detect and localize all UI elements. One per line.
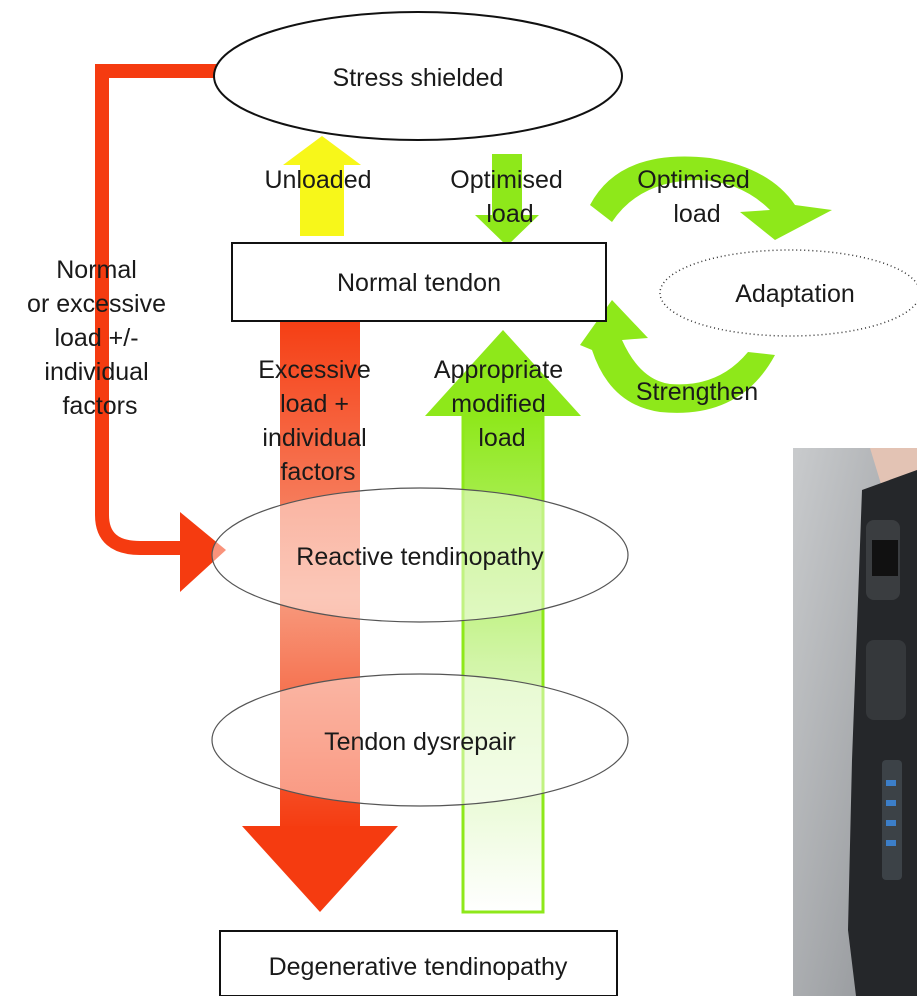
noe-line-3: load +/- xyxy=(54,324,138,352)
noe-line-5: factors xyxy=(62,392,137,420)
red-excessive-load-arrow xyxy=(242,310,398,912)
ap-line-1: Appropriate xyxy=(434,356,563,384)
degenerative-tendinopathy-label: Degenerative tendinopathy xyxy=(269,953,568,981)
optimised-load-label-2: Optimised load xyxy=(637,166,757,228)
ex-line-2: load + xyxy=(280,390,349,418)
green-curve-to-adaptation xyxy=(590,156,832,240)
ap-line-2: modified xyxy=(451,390,546,418)
stress-shielded-label: Stress shielded xyxy=(333,64,504,92)
green-optimised-down-arrow xyxy=(475,154,539,246)
optimised-load-1-line-2: load xyxy=(486,200,533,228)
normal-or-excessive-label: Normal or excessive load +/- individual … xyxy=(27,256,173,420)
walking-boot-photo xyxy=(793,448,917,996)
stress-shielded-node xyxy=(213,11,623,141)
noe-line-4: individual xyxy=(44,358,148,386)
normal-tendon-label: Normal tendon xyxy=(337,269,501,297)
degenerative-tendinopathy-node xyxy=(219,930,618,996)
excessive-load-label: Excessive load + individual factors xyxy=(258,356,378,486)
strengthen-label: Strengthen xyxy=(636,378,758,406)
green-curve-strengthen xyxy=(580,300,775,413)
red-return-arrow xyxy=(95,64,220,555)
optimised-load-label-1: Optimised load xyxy=(450,166,570,228)
reactive-tendinopathy-label: Reactive tendinopathy xyxy=(296,543,544,571)
adaptation-label: Adaptation xyxy=(735,280,855,308)
ex-line-3: individual xyxy=(262,424,366,452)
reactive-tendinopathy-node xyxy=(211,487,629,623)
noe-line-2: or excessive xyxy=(27,290,166,318)
noe-line-1: Normal xyxy=(56,256,137,284)
optimised-load-1-line-1: Optimised xyxy=(450,166,563,194)
adaptation-node xyxy=(659,249,917,337)
ex-line-4: factors xyxy=(280,458,355,486)
unloaded-label: Unloaded xyxy=(264,166,371,194)
tendon-dysrepair-node xyxy=(211,673,629,807)
tendon-dysrepair-label: Tendon dysrepair xyxy=(324,728,516,756)
appropriate-load-label: Appropriate modified load xyxy=(434,356,570,452)
ex-line-1: Excessive xyxy=(258,356,371,384)
optimised-load-2-line-1: Optimised xyxy=(637,166,750,194)
yellow-unloaded-arrow xyxy=(283,136,361,236)
ap-line-3: load xyxy=(478,424,525,452)
optimised-load-2-line-2: load xyxy=(673,200,720,228)
red-return-arrowhead xyxy=(180,512,226,592)
normal-tendon-node xyxy=(231,242,607,322)
